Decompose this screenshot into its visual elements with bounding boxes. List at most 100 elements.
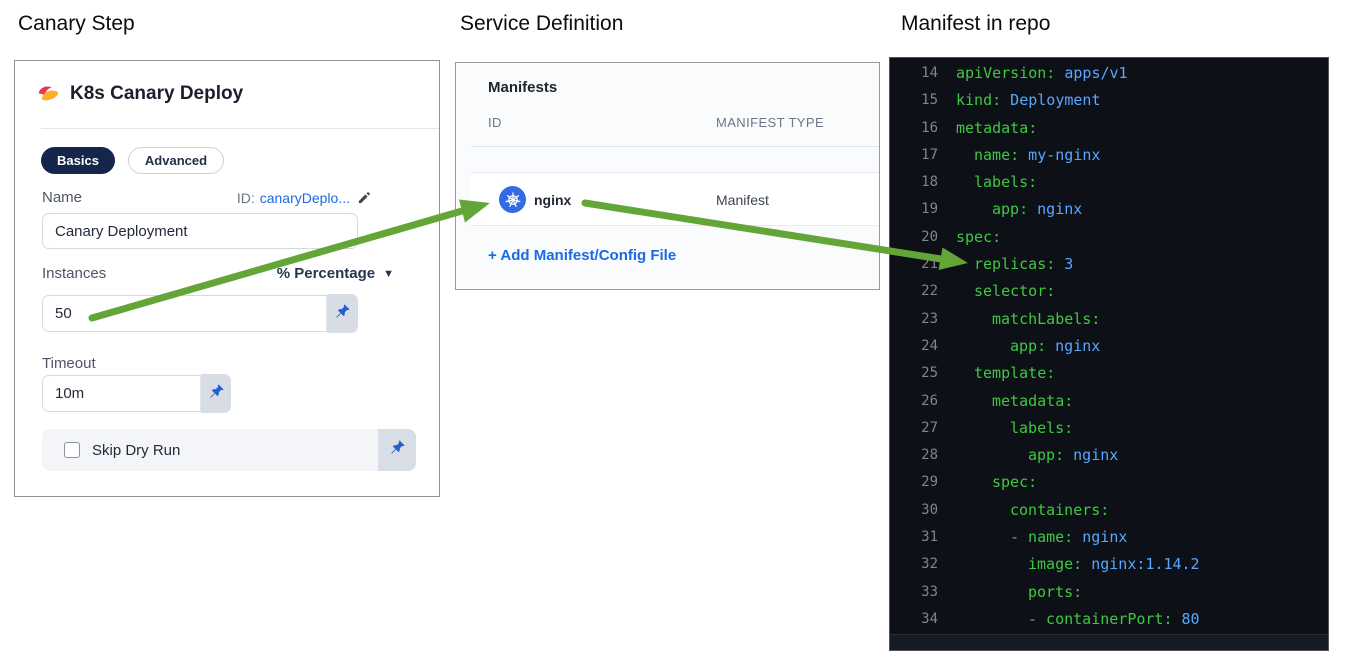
code-text: - containerPort: 80 (1028, 609, 1200, 628)
instances-pin-button[interactable] (327, 294, 358, 333)
code-text: metadata: (992, 391, 1074, 410)
step-name: K8s Canary Deploy (70, 83, 244, 104)
timeout-pin-button[interactable] (201, 374, 231, 413)
instances-row: Instances % Percentage ▼ (42, 265, 394, 282)
instances-label: Instances (42, 265, 107, 282)
column-header-type: MANIFEST TYPE (716, 115, 825, 130)
code-text: replicas: 3 (974, 255, 1074, 274)
code-text: app: nginx (1028, 446, 1119, 465)
tabs: Basics Advanced (41, 147, 225, 174)
code-text: template: (974, 364, 1056, 383)
code-text: spec: (992, 473, 1038, 492)
canary-step-panel: K8s Canary Deploy Basics Advanced Name I… (14, 60, 440, 497)
code-line: 25 template: (890, 360, 1328, 387)
table-rule (471, 146, 879, 147)
line-number: 25 (921, 365, 938, 382)
line-number: 18 (921, 174, 938, 191)
code-text: selector: (974, 282, 1056, 301)
code-line: 14 apiVersion: apps/v1 (890, 60, 1328, 87)
manifest-in-repo-title: Manifest in repo (901, 12, 1051, 35)
code-text: spec: (956, 227, 1002, 246)
code-line: 17 name: my-nginx (890, 142, 1328, 169)
manifest-id-cell: nginx (534, 192, 572, 208)
pin-icon (334, 303, 351, 325)
tab-advanced[interactable]: Advanced (127, 147, 225, 174)
column-header-id: ID (488, 115, 502, 130)
tab-basics[interactable]: Basics (41, 147, 115, 174)
pin-icon (389, 439, 406, 461)
line-number: 32 (921, 556, 938, 573)
instances-unit-dropdown[interactable]: % Percentage ▼ (277, 265, 394, 282)
timeout-input[interactable]: 10m (42, 375, 201, 412)
service-definition-title: Service Definition (460, 12, 624, 35)
line-number: 17 (921, 146, 938, 163)
instances-input[interactable]: 50 (42, 295, 327, 332)
code-line: 19 app: nginx (890, 196, 1328, 223)
line-number: 33 (921, 583, 938, 600)
code-line: 30 containers: (890, 497, 1328, 524)
instances-input-group: 50 (42, 294, 358, 333)
edit-pencil-icon[interactable] (357, 190, 372, 205)
step-id-group: ID: canaryDeplo... (237, 190, 372, 206)
line-number: 30 (921, 501, 938, 518)
instances-unit-value: % Percentage (276, 265, 376, 282)
pin-icon (208, 383, 225, 405)
code-line: 24 app: nginx (890, 333, 1328, 360)
code-line: 16 metadata: (890, 115, 1328, 142)
code-text: kind: Deployment (956, 91, 1101, 110)
code-text: apiVersion: apps/v1 (956, 64, 1128, 82)
line-number: 16 (921, 119, 938, 136)
line-number: 14 (921, 65, 938, 81)
code-text: app: nginx (1010, 336, 1101, 355)
step-header: K8s Canary Deploy (37, 83, 243, 105)
code-text: app: nginx (992, 200, 1083, 219)
service-definition-panel: Manifests ID MANIFEST TYPE nginx Manifes… (455, 62, 880, 290)
line-number: 19 (921, 201, 938, 218)
code-line: 20 spec: (890, 224, 1328, 251)
line-number: 27 (921, 419, 938, 436)
name-input[interactable]: Canary Deployment (42, 213, 358, 249)
line-number: 15 (921, 92, 938, 109)
code-line: 33 ports: (890, 579, 1328, 606)
skip-dry-run-checkbox[interactable] (64, 442, 80, 458)
code-text: metadata: (956, 118, 1038, 137)
code-text: labels: (1010, 418, 1074, 437)
add-manifest-link[interactable]: + Add Manifest/Config File (488, 247, 677, 264)
skip-dry-run-label: Skip Dry Run (92, 441, 181, 459)
code-line: 34- containerPort: 80 (890, 606, 1328, 633)
code-line: 28 app: nginx (890, 442, 1328, 469)
code-line: 29 spec: (890, 469, 1328, 496)
chevron-down-icon: ▼ (383, 267, 394, 280)
line-number: 28 (921, 447, 938, 464)
step-id-link[interactable]: canaryDeplo... (259, 189, 350, 206)
code-text: - name: nginx (1010, 528, 1128, 547)
line-number: 24 (921, 337, 938, 354)
code-line: 31 - name: nginx (890, 524, 1328, 551)
canary-step-title: Canary Step (18, 12, 135, 35)
skip-dry-run-pin-button[interactable] (378, 429, 416, 471)
id-prefix: ID: (236, 189, 255, 206)
code-text: containers: (1010, 500, 1110, 519)
code-text: matchLabels: (992, 309, 1101, 328)
line-number: 31 (921, 529, 938, 546)
code-text: name: my-nginx (974, 145, 1101, 164)
code-line: 32 image: nginx:1.14.2 (890, 551, 1328, 578)
code-line: 15 kind: Deployment (890, 87, 1328, 114)
code-scrollbar-track[interactable] (890, 634, 1328, 650)
line-number: 20 (921, 228, 938, 245)
line-number: 29 (921, 474, 938, 491)
kubernetes-icon (499, 186, 526, 213)
name-label: Name (42, 189, 83, 206)
manifest-row-nginx[interactable]: nginx Manifest (471, 172, 879, 226)
manifest-type-cell: Manifest (716, 192, 769, 208)
code-text: image: nginx:1.14.2 (1028, 555, 1200, 574)
code-text: ports: (1028, 582, 1083, 601)
